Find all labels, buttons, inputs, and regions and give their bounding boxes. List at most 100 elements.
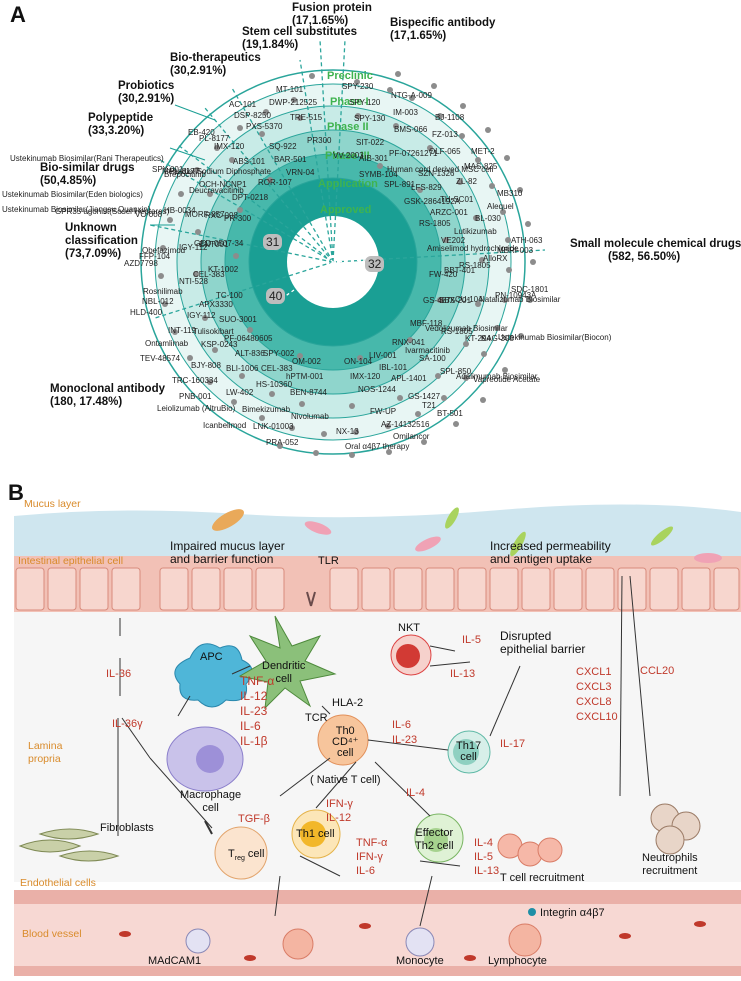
- drug-item: OLF-065: [429, 147, 461, 156]
- drug-item: MBRI-003: [497, 246, 534, 255]
- drug-item: VV-2003: [333, 151, 364, 160]
- drug-item: KAG-308: [481, 334, 514, 343]
- drug-item: SA-100: [419, 354, 446, 363]
- drug-item: BEN-8744: [290, 388, 327, 397]
- drug-item: FW-420: [429, 270, 458, 279]
- drug-item: SBX-201: [439, 296, 472, 305]
- drug-item: GS-4875: [423, 296, 456, 305]
- drug-item: DSP-8250: [234, 111, 271, 120]
- drug-item: IMX-120: [214, 142, 245, 151]
- ring-label-preclinic: Preclinic: [327, 70, 373, 82]
- drug-item: APX3330: [199, 300, 233, 309]
- cytokine-il36g: IL-36γ: [112, 718, 143, 730]
- drug-item: LNK-01003: [253, 422, 294, 431]
- drug-item: ARZC-001: [430, 208, 468, 217]
- cytokine-il17: IL-17: [500, 738, 526, 750]
- drug-item: Ustekinumab Biosimilar(Biocon): [498, 333, 612, 342]
- drug-item: hPTM-001: [286, 372, 324, 381]
- cytokine-il6-23: IL-6 IL-23: [392, 719, 418, 746]
- drug-item: SQ-922: [269, 142, 297, 151]
- drug-item: Rosnilimab: [143, 287, 183, 296]
- ring-label-approved: Approved: [320, 204, 372, 216]
- drug-item: SPY-001: [152, 165, 184, 174]
- drug-item: DWP-212525: [269, 98, 318, 107]
- mucus-layer: [14, 504, 741, 556]
- drug-item: Icanbelimod: [203, 421, 247, 430]
- layer-mucus: Mucus layer: [24, 498, 81, 510]
- label-th1: Th1 cell: [296, 828, 335, 840]
- drug-item: SZN-1326: [418, 169, 455, 178]
- drug-item: PNB-001: [179, 392, 212, 401]
- drug-item: ATH-063: [511, 236, 543, 245]
- item-left-1: Ustekinumab Biosimilar(Eden biologics): [2, 190, 143, 199]
- drug-item: Adalimumab Biosimilar: [456, 372, 538, 381]
- cytokine-il4: IL-4: [406, 787, 425, 799]
- ring-label-phase2: Phase II: [327, 121, 369, 133]
- drug-item: OM-002: [292, 357, 321, 366]
- drug-item: Nivolumab: [291, 412, 329, 421]
- cytokine-apc-list: TNF-α IL-12 IL-23 IL-6 IL-1β: [240, 674, 275, 748]
- drug-item: GSK-2864192A: [404, 197, 461, 206]
- drug-item: FW-UP: [370, 407, 397, 416]
- drug-item: SPL-891: [384, 180, 416, 189]
- cytokine-tgfb: TGF-β: [238, 813, 270, 825]
- cytokine-il36: IL-36: [106, 668, 132, 680]
- drug-item: LIV-001: [369, 351, 397, 360]
- drug-item: IM-003: [393, 108, 418, 117]
- drug-item: RS-1805: [419, 219, 451, 228]
- drug-item: VE202: [441, 236, 466, 245]
- label-nkt: NKT: [398, 622, 420, 634]
- drug-item: MET-2: [471, 147, 495, 156]
- drug-item: CEL-383: [261, 364, 293, 373]
- drug-item: DPT-0218: [232, 193, 269, 202]
- cytokine-il5: IL-5: [462, 634, 481, 646]
- drug-item: FZ-013: [432, 130, 458, 139]
- drug-item: SPY-002: [263, 349, 295, 358]
- category-bio-therapeutics: Bio-therapeutics(30,2.91%): [170, 52, 261, 77]
- rings-chart: [140, 39, 546, 458]
- treg-cell: [214, 826, 268, 880]
- cytokine-ccl20: CCL20: [640, 665, 675, 677]
- drug-item: AZ-14132516: [381, 420, 430, 429]
- drug-item: IGY-112: [187, 311, 216, 320]
- drug-item: SYMB-104: [359, 170, 398, 179]
- ring-label-phase3: Phase III: [325, 150, 370, 162]
- drug-item: Ontamlimab: [145, 339, 189, 348]
- drug-item: NBL-012: [142, 297, 174, 306]
- drug-item: MBF-118: [410, 319, 443, 328]
- drug-item: AlloRX: [483, 254, 508, 263]
- drug-item: SPY-120: [349, 98, 381, 107]
- drug-item: SDC-1801: [511, 285, 549, 294]
- cytokine-cxcl: CXCL1 CXCL3 CXCL8 CXCL10: [576, 666, 618, 723]
- drug-item: MORF-057: [185, 210, 225, 219]
- ring-label-application: Application: [318, 178, 378, 190]
- drug-item: SIT-022: [356, 138, 385, 147]
- ring-label-phase1: Phase I: [330, 96, 369, 108]
- label-tcell-recruit: T cell recruitment: [500, 872, 585, 884]
- cytokine-il13: IL-13: [450, 668, 476, 680]
- layer-endothelial: Endothelial cells: [20, 877, 96, 889]
- category-polypeptide: Polypeptide(33,3.20%): [88, 112, 154, 137]
- vessel-monocyte: [405, 927, 435, 957]
- drug-item: EB-420: [188, 128, 215, 137]
- drug-item: BJ-1108: [435, 113, 465, 122]
- drug-item: Obefazimod: [142, 246, 186, 255]
- drug-item: SPY-230: [342, 82, 374, 91]
- drug-item: KT-294: [465, 334, 491, 343]
- drug-item: CEL-383: [193, 270, 225, 279]
- drug-item: FFP-104: [139, 252, 171, 261]
- drug-item: PF-06480605: [224, 334, 273, 343]
- drug-item: Amiselimod hydrochloride: [427, 244, 519, 253]
- drug-item: TEV-48574: [140, 354, 181, 363]
- count-32: 32: [365, 256, 385, 272]
- drug-item: Lutikizumab: [454, 227, 497, 236]
- category-probiotics: Probiotics(30,2.91%): [118, 80, 175, 105]
- drug-item: TRC-160334: [172, 376, 218, 385]
- label-treg: Treg cell: [228, 848, 265, 863]
- drug-item: NOS-1244: [358, 385, 396, 394]
- label-increased: Increased permeability and antigen uptak…: [490, 539, 611, 566]
- category-fusion-protein: Fusion protein(17,1.65%): [292, 2, 372, 27]
- drug-item: PXS-5370: [246, 122, 283, 131]
- drug-item: BAR-501: [274, 155, 307, 164]
